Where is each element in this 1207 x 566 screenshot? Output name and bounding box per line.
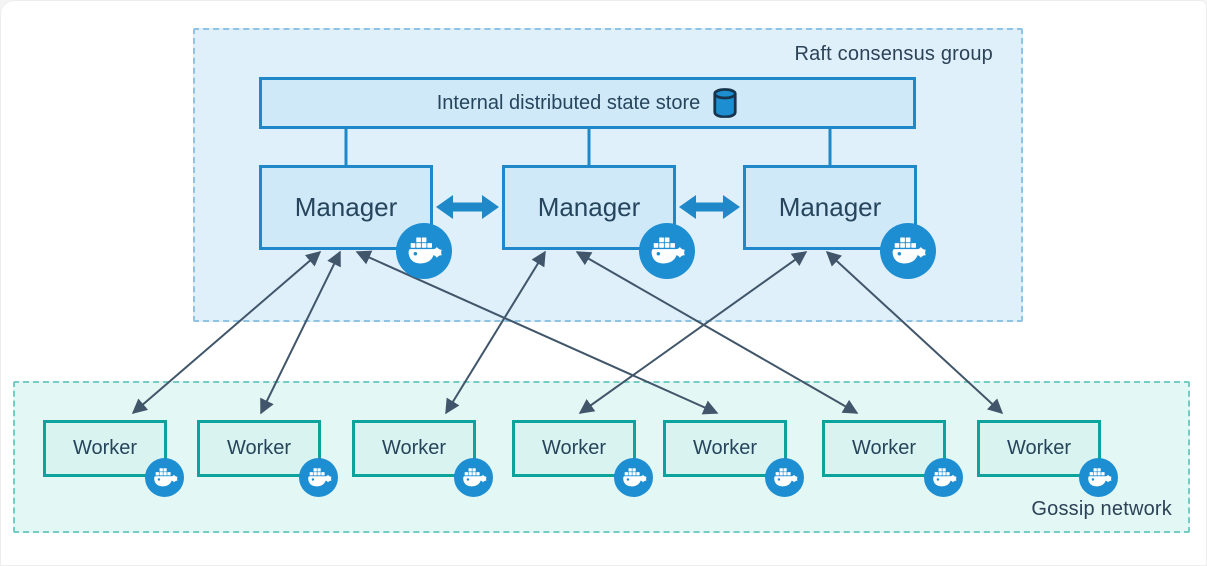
worker-6-label: Worker bbox=[851, 437, 917, 459]
worker-1-docker-badge bbox=[145, 458, 184, 497]
docker-whale-icon bbox=[620, 467, 648, 489]
worker-5-box: Worker bbox=[663, 420, 787, 477]
worker-3-docker-badge bbox=[454, 458, 493, 497]
manager-1-docker-badge bbox=[396, 223, 452, 279]
database-cylinder-icon bbox=[712, 88, 738, 118]
docker-whale-icon bbox=[305, 467, 333, 489]
manager-3-docker-badge bbox=[880, 223, 936, 279]
worker-5-docker-badge bbox=[765, 458, 804, 497]
worker-2-docker-badge bbox=[299, 458, 338, 497]
docker-whale-icon bbox=[647, 236, 687, 267]
docker-whale-icon bbox=[771, 467, 799, 489]
docker-whale-icon bbox=[930, 467, 958, 489]
state-store-box: Internal distributed state store bbox=[259, 77, 916, 129]
docker-whale-icon bbox=[888, 236, 928, 267]
worker-1-label: Worker bbox=[72, 437, 138, 459]
docker-whale-icon bbox=[404, 236, 444, 267]
worker-2-label: Worker bbox=[226, 437, 292, 459]
gossip-network-label: Gossip network bbox=[1031, 498, 1172, 520]
manager-1-label: Manager bbox=[294, 192, 398, 222]
worker-3-box: Worker bbox=[352, 420, 476, 477]
worker-7-docker-badge bbox=[1079, 458, 1118, 497]
docker-whale-icon bbox=[151, 467, 179, 489]
manager-2-box: Manager bbox=[502, 165, 676, 250]
worker-6-docker-badge bbox=[924, 458, 963, 497]
worker-5-label: Worker bbox=[692, 437, 758, 459]
manager-3-label: Manager bbox=[778, 192, 882, 222]
manager-2-label: Manager bbox=[537, 192, 641, 222]
docker-whale-icon bbox=[460, 467, 488, 489]
state-store-label: Internal distributed state store bbox=[436, 91, 701, 114]
raft-group-label: Raft consensus group bbox=[794, 43, 993, 65]
worker-4-label: Worker bbox=[541, 437, 607, 459]
worker-7-label: Worker bbox=[1006, 437, 1072, 459]
manager-2-docker-badge bbox=[639, 223, 695, 279]
worker-3-label: Worker bbox=[381, 437, 447, 459]
worker-4-docker-badge bbox=[614, 458, 653, 497]
docker-whale-icon bbox=[1085, 467, 1113, 489]
